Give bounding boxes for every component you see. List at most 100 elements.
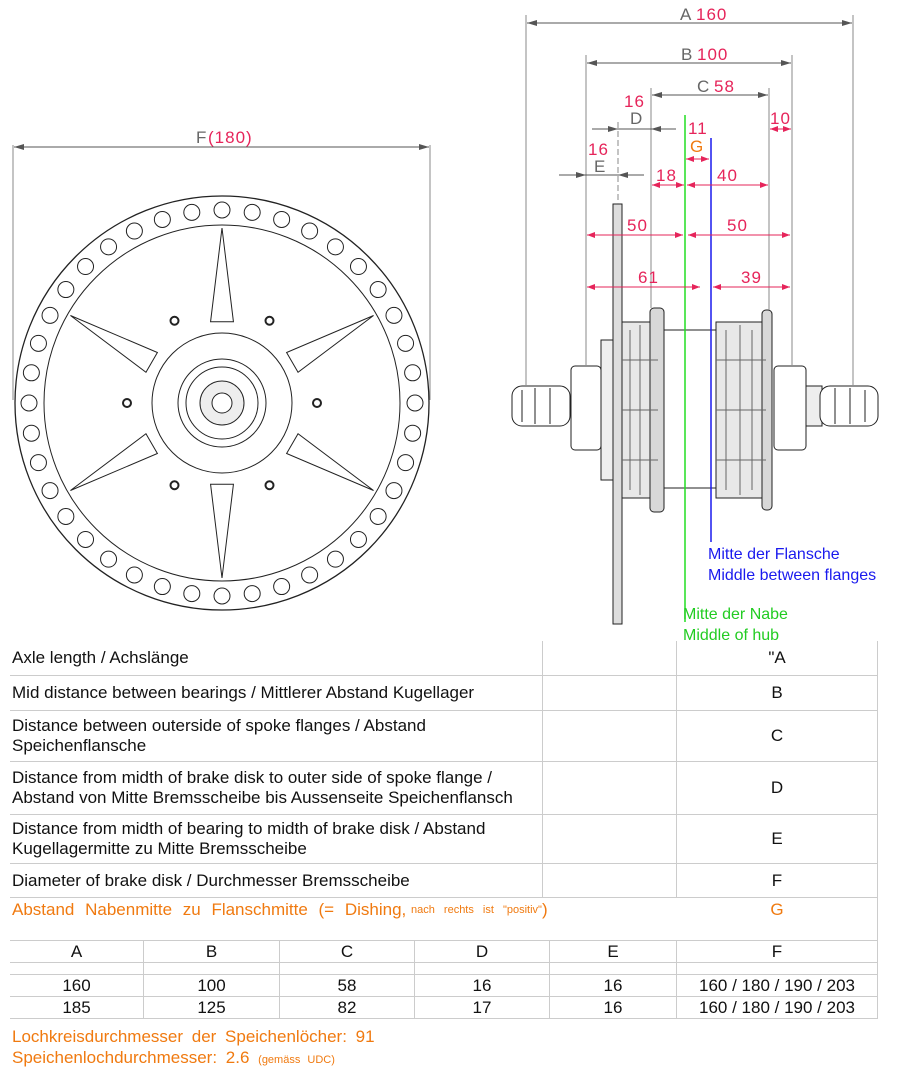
disk-hole [29,454,47,472]
disk-hole [349,258,367,276]
disk-hole [153,578,171,596]
size-cell: 160 [10,975,144,997]
disk-hole [183,585,201,603]
disk-bolt-hole [264,315,275,326]
dim-a-letter: A [680,5,692,24]
brake-disk-side [612,203,623,625]
size-cell: 160 / 180 / 190 / 203 [677,997,878,1019]
dim-f-value: (180) [208,128,253,147]
disk-hole [301,222,319,240]
disk-inner-edge [43,224,401,582]
size-cell [144,963,280,975]
size-cell: 16 [550,975,677,997]
disk-hole [153,210,171,228]
disk-hole [77,530,95,548]
size-cell [415,963,550,975]
disk-spoke-cutout [285,432,374,491]
hub-middle-label-en: Middle of hub [683,627,779,640]
disk-hole [385,306,403,324]
size-cell: 16 [415,975,550,997]
hub-bearing-circle [185,366,259,440]
size-cell: 100 [144,975,280,997]
disk-hole [301,566,319,584]
disk-hole [213,201,231,219]
disk-hole [326,238,344,256]
disk-hole [100,550,118,568]
footnote-hole-circle: Lochkreisdurchmesser der Speichenlöcher:… [12,1027,375,1046]
dim-b-letter: B [681,45,693,64]
dim-g-letter: G [690,137,704,156]
legend-row-letter: B [677,676,878,711]
size-cell [550,963,677,975]
dim-e-letter: E [594,157,606,176]
legend-row-letter: F [677,864,878,898]
disk-bolt-hole [264,480,275,491]
hub-side-view [511,203,879,625]
size-cell [677,963,878,975]
disk-hole [243,585,261,603]
dishing-close: ) [541,900,548,919]
legend-row-desc: Axle length / Achslänge [10,641,543,676]
footnote-hole-diameter-text: Speichenlochdurchmesser: 2.6 [12,1048,250,1067]
disk-hole [273,210,291,228]
disk-hole [326,550,344,568]
legend-row-desc: Distance from midth of brake disk to out… [10,762,543,815]
legend-row-blank [543,711,677,762]
dimension-f: F (180) [12,128,431,400]
right-axle-end [819,385,879,427]
disk-hole [125,566,143,584]
disk-hole [369,281,387,299]
disk-spoke-cutout [70,432,159,491]
dim-50-right: 50 [727,216,748,235]
legend-row-letter: C [677,711,878,762]
disk-bolt-hole [169,315,180,326]
disk-hole [404,424,422,442]
legend-row-blank [543,864,677,898]
legend-row-desc: Mid distance between bearings / Mittlere… [10,676,543,711]
disk-bolt-hole [122,398,132,408]
dim-c-letter: C [697,77,710,96]
size-header-cell: E [550,941,677,963]
dim-a-value: 160 [696,5,727,24]
legend-row-letter: E [677,815,878,864]
disk-hole [385,482,403,500]
extension-lines [525,15,854,385]
size-header-cell: C [280,941,415,963]
dim-18: 18 [656,166,677,185]
disk-hole [397,334,415,352]
disk-hole [100,238,118,256]
dim-39: 39 [741,268,762,287]
left-bearing [570,365,602,451]
flange-middle-label-de: Mitte der Flansche [708,546,840,563]
hub-middle-label-de: Mitte der Nabe [683,606,788,623]
disk-hole [22,364,40,382]
size-header-cell: B [144,941,280,963]
dishing-letter: G [677,898,878,941]
disk-hole [183,203,201,221]
size-cell: 185 [10,997,144,1019]
legend-row-letter: "A [677,641,878,676]
size-cell: 125 [144,997,280,1019]
disk-hole [273,578,291,596]
size-cell: 82 [280,997,415,1019]
size-cell: 17 [415,997,550,1019]
disk-hole [369,507,387,525]
disk-hole [397,454,415,472]
disk-hole [213,587,231,605]
dishing-note: nach rechts ist "positiv" [411,904,542,916]
technical-drawing: F (180) [12,5,879,640]
disk-hole [77,258,95,276]
dim-d-letter: D [630,109,643,128]
hub-body [663,329,717,489]
disk-hole [125,222,143,240]
legend-row-blank [543,676,677,711]
size-header-cell: F [677,941,878,963]
axle-center [211,392,233,414]
disk-hole [41,482,59,500]
dim-e-value: 16 [588,140,609,159]
size-cell: 58 [280,975,415,997]
legend-row-letter: D [677,762,878,815]
disk-hole [22,424,40,442]
legend-row-desc: Distance between outerside of spoke flan… [10,711,543,762]
